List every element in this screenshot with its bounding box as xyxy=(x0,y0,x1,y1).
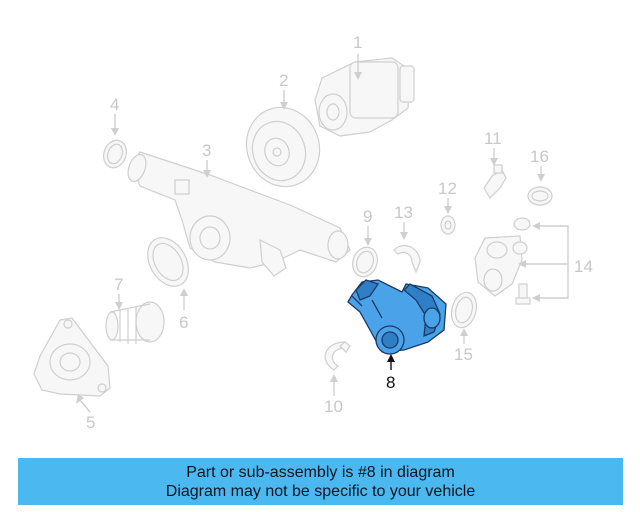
callout-14: 14 xyxy=(574,257,593,276)
part-8-highlighted[interactable] xyxy=(347,279,447,355)
part-11-sensor xyxy=(483,164,507,199)
callout-4: 4 xyxy=(110,95,119,114)
banner-disclaimer-line: Diagram may not be specific to your vehi… xyxy=(165,482,476,500)
part-7-thermostat xyxy=(105,301,165,344)
callout-9: 9 xyxy=(363,207,372,226)
part-2-pulley xyxy=(245,106,321,188)
callout-numbers: 1 2 3 4 5 6 7 8 9 10 11 12 13 14 15 16 xyxy=(86,33,593,432)
callout-arrows xyxy=(76,54,569,413)
part-6-gasket xyxy=(147,237,189,287)
part-10-clip xyxy=(324,341,351,371)
callout-11: 11 xyxy=(484,129,502,148)
callout-5: 5 xyxy=(86,413,95,432)
part-3-housing xyxy=(127,151,351,277)
part-12-washer xyxy=(440,215,456,235)
part-14-flange xyxy=(474,217,531,305)
callout-8: 8 xyxy=(386,373,395,392)
part-info-banner: Part or sub-assembly is #8 in diagram Di… xyxy=(18,458,623,505)
callout-16: 16 xyxy=(530,147,549,166)
callout-2: 2 xyxy=(279,71,288,90)
callout-6: 6 xyxy=(179,313,188,332)
part-16-o-ring xyxy=(527,186,553,206)
part-9-o-ring xyxy=(352,246,378,278)
part-4-o-ring xyxy=(103,139,127,169)
part-15-gasket xyxy=(450,291,478,329)
part-13-clip xyxy=(393,245,421,274)
part-5-thermostat-housing xyxy=(33,317,111,397)
callout-15: 15 xyxy=(454,345,473,364)
banner-part-line: Part or sub-assembly is #8 in diagram xyxy=(186,463,455,481)
callout-12: 12 xyxy=(438,179,457,198)
part-1-water-pump xyxy=(314,57,415,137)
callout-7: 7 xyxy=(114,275,123,294)
callout-10: 10 xyxy=(324,397,343,416)
callout-3: 3 xyxy=(202,141,211,160)
callout-1: 1 xyxy=(353,33,362,52)
callout-13: 13 xyxy=(394,203,413,222)
